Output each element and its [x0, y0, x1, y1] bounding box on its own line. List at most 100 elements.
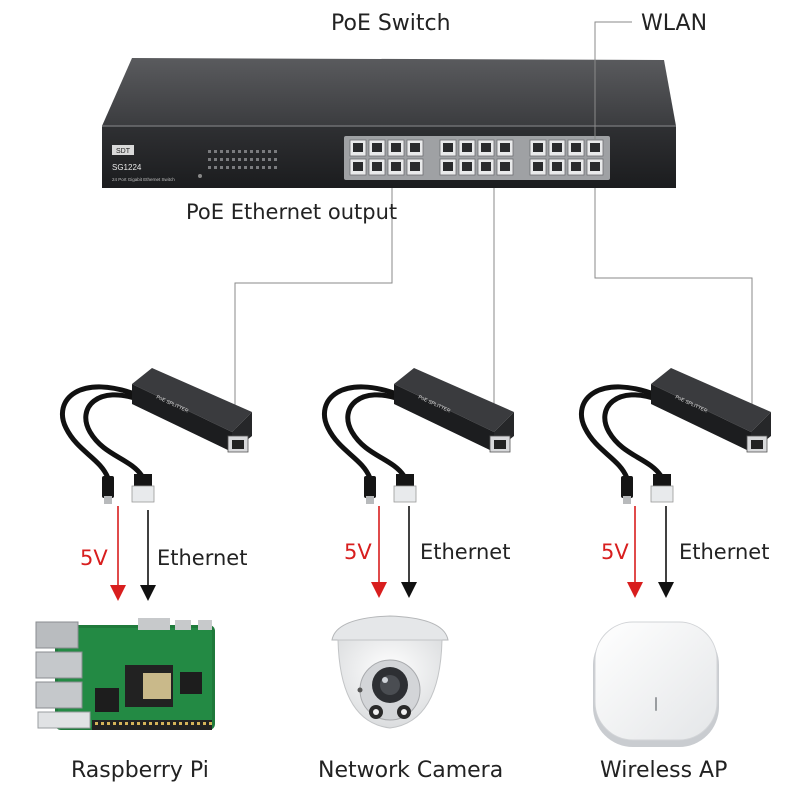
status-led	[220, 158, 223, 161]
rj45-port-socket	[391, 162, 401, 171]
splitter-cable-usb	[578, 384, 660, 480]
status-led	[268, 166, 271, 169]
status-led	[238, 166, 241, 169]
device-label-wireless-ap: Wireless AP	[600, 758, 728, 783]
rj45-port-socket	[500, 143, 510, 152]
rj45-port-socket	[533, 162, 543, 171]
status-led	[220, 166, 223, 169]
status-led	[214, 150, 217, 153]
poe-output-label: PoE Ethernet output	[186, 200, 398, 224]
rj45-port-socket	[590, 143, 600, 152]
rj45-plug-boot	[396, 474, 414, 488]
status-led	[232, 158, 235, 161]
poe-splitter-1: PoE SPLITTER	[59, 368, 252, 504]
rj45-port-socket	[571, 143, 581, 152]
gpio-pin	[209, 722, 212, 725]
switch-description: 24 Port Gigabit Ethernet Switch	[112, 177, 175, 182]
power-label-3: 5V	[601, 540, 629, 564]
wlan-uplink-line	[594, 21, 632, 140]
ethernet-label-1: Ethernet	[157, 546, 248, 570]
gpio-pin	[161, 722, 164, 725]
rj45-plug	[650, 485, 674, 503]
switch-brand: SDT	[116, 148, 131, 155]
usb-connector	[102, 476, 114, 498]
gpio-pin	[149, 722, 152, 725]
rj45-port-socket	[391, 143, 401, 152]
status-led	[208, 166, 211, 169]
gpio-pin	[137, 722, 140, 725]
status-led	[208, 158, 211, 161]
device-label-raspberry-pi: Raspberry Pi	[71, 758, 209, 783]
splitter-body-side	[651, 384, 751, 452]
status-led	[274, 150, 277, 153]
status-led	[268, 158, 271, 161]
gpio-pin	[191, 722, 194, 725]
ethernet-label-2: Ethernet	[420, 540, 511, 564]
rj45-port-socket	[462, 143, 472, 152]
splitter-cable-usb	[321, 384, 403, 480]
gpio-pin	[185, 722, 188, 725]
raspberry-pi-image	[35, 618, 215, 730]
status-led	[262, 158, 265, 161]
switch-port-panel	[344, 136, 610, 180]
gpio-pins	[95, 722, 212, 725]
rj45-port-socket	[500, 162, 510, 171]
splitter-body-side	[394, 384, 494, 452]
status-led	[274, 166, 277, 169]
rj45-port-socket	[462, 162, 472, 171]
status-led	[220, 150, 223, 153]
rj45-port-socket	[353, 162, 363, 171]
status-led	[232, 166, 235, 169]
splitter-body-top	[651, 368, 771, 432]
splitter-body-side	[132, 384, 232, 452]
wlan-label: WLAN	[641, 11, 708, 36]
poe-splitter-3: PoE SPLITTER	[578, 368, 771, 504]
status-led	[214, 158, 217, 161]
usb-connector-tip	[623, 496, 631, 504]
status-led	[226, 158, 229, 161]
status-led	[244, 158, 247, 161]
status-led	[226, 166, 229, 169]
splitter-cable-usb	[59, 384, 141, 480]
power-arrows	[110, 506, 643, 601]
gpio-pin	[197, 722, 200, 725]
switch-status-leds	[208, 150, 277, 169]
rj45-port-socket	[410, 162, 420, 171]
power-led	[198, 174, 202, 178]
rj45-port-socket	[372, 162, 382, 171]
connector-lines	[234, 21, 753, 438]
poe-splitter-2: PoE SPLITTER	[321, 368, 514, 504]
switch-model: SG1224	[112, 163, 142, 172]
gpio-pin	[101, 722, 104, 725]
status-led	[268, 150, 271, 153]
poe-switch: SDT SG1224 24 Port Gigabit Ethernet Swit…	[102, 58, 676, 188]
status-led	[262, 166, 265, 169]
gpio-pin	[155, 722, 158, 725]
diagram-title: PoE Switch	[331, 11, 451, 36]
status-led	[238, 150, 241, 153]
status-led	[256, 158, 259, 161]
rj45-port-socket	[481, 162, 491, 171]
gpio-pin	[95, 722, 98, 725]
rj45-port-socket	[481, 143, 491, 152]
rj45-plug	[393, 485, 417, 503]
rj45-port-socket	[552, 143, 562, 152]
gpio-pin	[107, 722, 110, 725]
rj45-port-socket	[443, 162, 453, 171]
usb-connector-tip	[366, 496, 374, 504]
status-led	[232, 150, 235, 153]
rj45-port-socket	[571, 162, 581, 171]
rj45-port-socket	[533, 143, 543, 152]
status-led	[256, 150, 259, 153]
status-led	[274, 158, 277, 161]
power-label-1: 5V	[80, 546, 108, 570]
rj45-port-socket	[410, 143, 420, 152]
rj45-plug	[131, 485, 155, 503]
status-led	[262, 150, 265, 153]
splitter-cable-ethernet	[345, 392, 407, 478]
status-led	[250, 158, 253, 161]
rj45-plug-boot	[134, 474, 152, 488]
status-led	[226, 150, 229, 153]
